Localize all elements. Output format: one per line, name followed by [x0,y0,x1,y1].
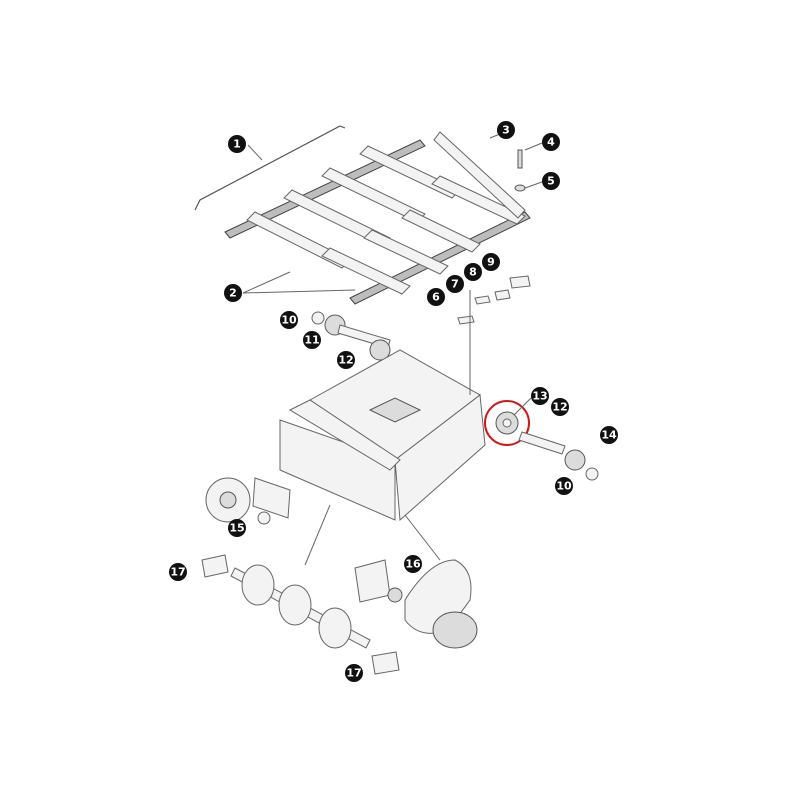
callout-10-right: 10 [555,477,573,495]
clip [494,289,511,301]
svg-text:13: 13 [532,390,547,403]
svg-text:2: 2 [229,287,237,300]
bearing-block [354,559,391,603]
leader-line [304,504,331,566]
callout-3: 3 [497,121,515,139]
slat-single [433,131,526,219]
svg-text:17: 17 [170,566,185,579]
bearing [311,311,325,325]
right-bearing [585,467,599,481]
main-frame [279,349,486,522]
svg-text:4: 4 [547,136,555,149]
svg-text:16: 16 [405,558,421,571]
bearing-insert [387,587,403,603]
callout-13: 13 [531,387,549,405]
leader-line [524,181,543,189]
leader-line [247,144,263,161]
leader-line [524,142,543,151]
svg-text:12: 12 [552,401,567,414]
frame-front [394,394,486,522]
sprocket [369,339,391,361]
screw [517,149,523,169]
flange-bearing-17 [201,554,229,578]
svg-text:9: 9 [487,256,495,269]
callout-11: 11 [303,331,321,349]
callout-2: 2 [224,284,242,302]
slat [431,175,526,225]
frame-rail [288,399,401,471]
right-flange [564,449,586,471]
svg-text:1: 1 [233,138,241,151]
callout-9: 9 [482,253,500,271]
callout-5: 5 [542,172,560,190]
motor-body [252,477,291,519]
svg-text:6: 6 [432,291,440,304]
clip [509,275,531,289]
frame-opening [368,397,422,423]
highlight-circle [484,400,530,446]
nut [514,184,526,192]
callout-8: 8 [464,263,482,281]
callout-15: 15 [228,519,246,537]
slat [321,247,411,295]
roller [278,584,312,626]
roller [318,607,352,649]
svg-text:17: 17 [346,667,361,680]
svg-text:8: 8 [469,266,477,279]
leader-line [513,397,532,416]
clip [474,295,491,305]
svg-text:10: 10 [281,314,297,327]
callout-4: 4 [542,133,560,151]
leader-line [404,514,441,561]
callout-17-top: 17 [169,563,187,581]
pulley [432,611,478,649]
sprocket-hub [502,418,512,428]
clip [457,315,475,325]
svg-text:10: 10 [556,480,572,493]
svg-text:3: 3 [502,124,510,137]
callout-10: 10 [280,311,298,329]
callout-12-right: 12 [551,398,569,416]
callout-16: 16 [404,555,422,573]
callout-14: 14 [600,426,618,444]
callout-1: 1 [228,135,246,153]
svg-text:15: 15 [229,522,244,535]
slat [401,209,481,253]
svg-text:12: 12 [338,354,353,367]
right-shaft [518,431,566,455]
callout-7: 7 [446,275,464,293]
chain-back [224,139,426,239]
leader-line [242,271,356,294]
svg-text:14: 14 [601,429,617,442]
roller [241,564,275,606]
bearing-15 [257,511,271,525]
slat [363,229,449,275]
callout-12: 12 [337,351,355,369]
callout-17-bottom: 17 [345,664,363,682]
callout-6: 6 [427,288,445,306]
svg-text:11: 11 [304,334,319,347]
svg-text:7: 7 [451,278,459,291]
slat-chain-assembly [224,139,531,305]
svg-text:5: 5 [547,175,555,188]
gear-hub [219,491,237,509]
flange-bearing-17 [371,651,400,675]
assembly-bracket [194,125,346,211]
